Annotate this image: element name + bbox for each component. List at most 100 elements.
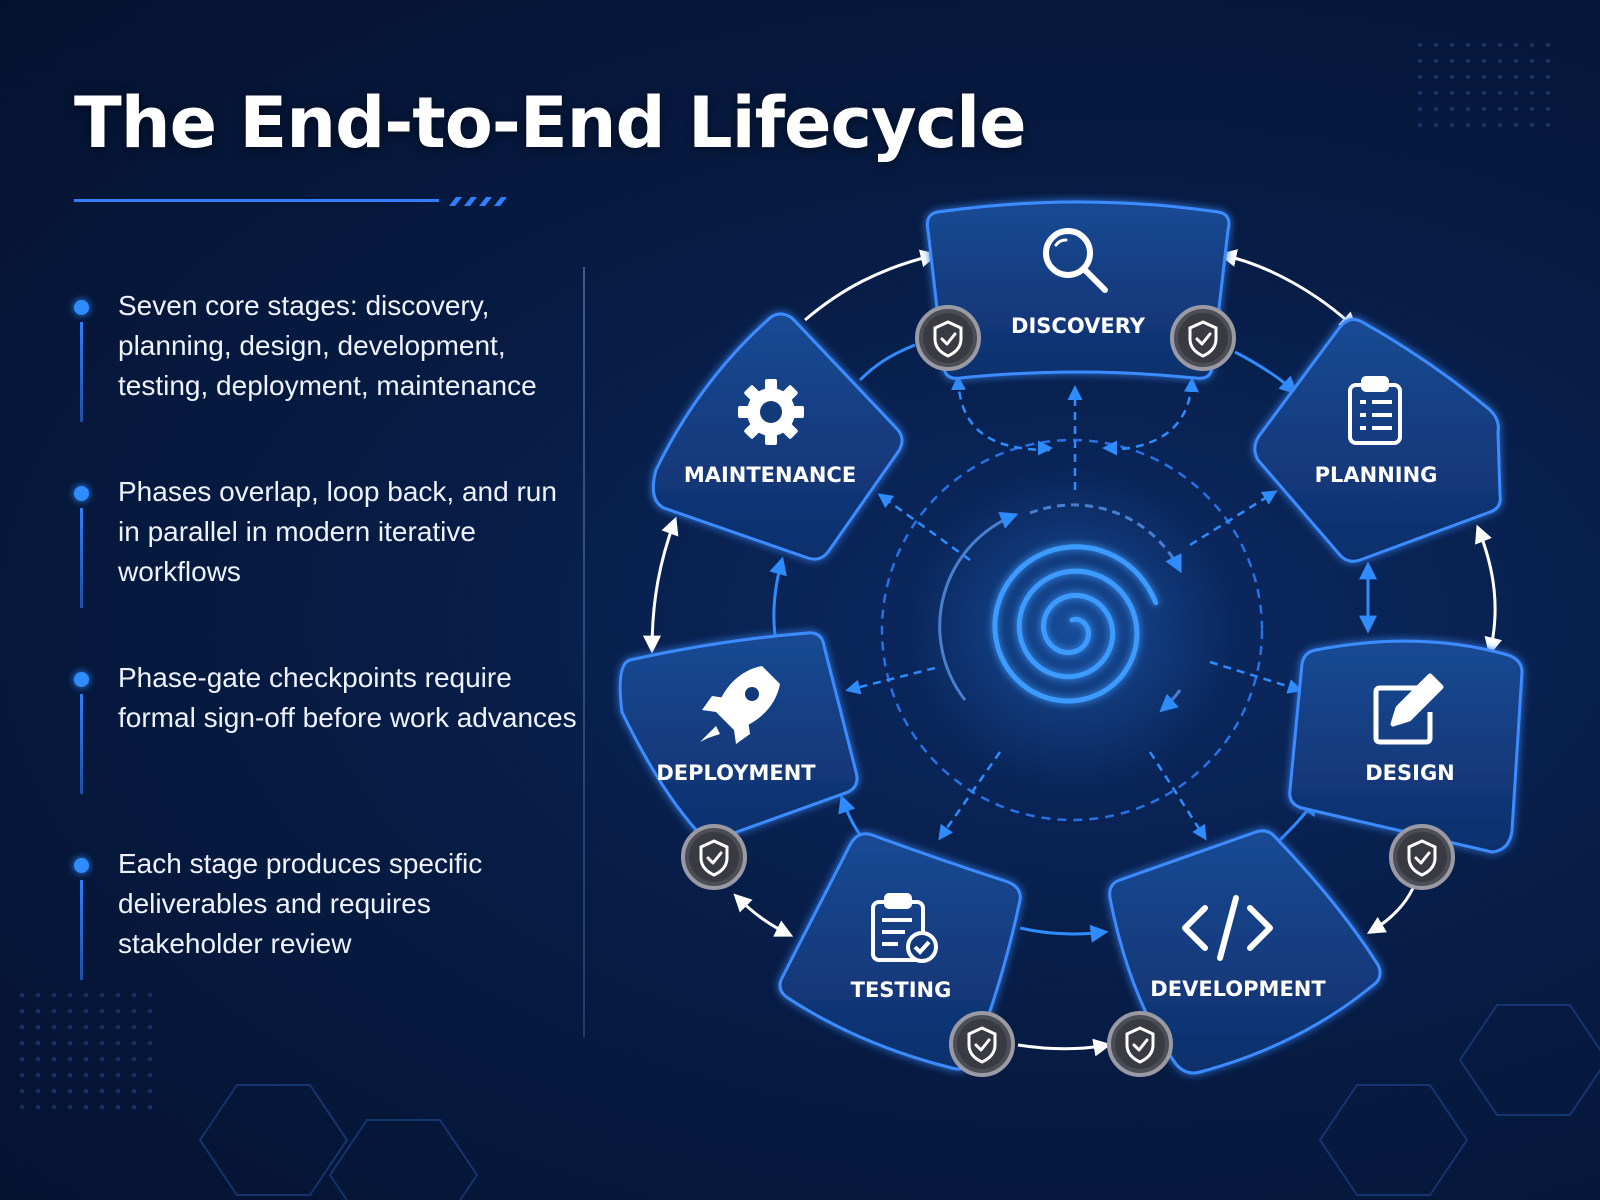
background-dot — [131, 1024, 137, 1030]
gear-tooth — [744, 422, 761, 439]
background-dot — [147, 1056, 153, 1062]
background-dot — [115, 1008, 121, 1014]
background-dot — [35, 992, 41, 998]
background-dot — [83, 1008, 89, 1014]
background-dot — [35, 1056, 41, 1062]
gear-tooth — [781, 422, 798, 439]
shield-check-icon — [1389, 824, 1455, 890]
stage-cards: DISCOVERY PLANNING DESIGN — [618, 200, 1524, 1075]
background-dot — [1449, 106, 1455, 112]
background-dot — [51, 1008, 57, 1014]
bullet-bar — [80, 322, 83, 422]
background-dot — [147, 1088, 153, 1094]
background-dot — [83, 1056, 89, 1062]
background-dot — [83, 1024, 89, 1030]
stage-label: DEPLOYMENT — [656, 761, 816, 785]
background-dot — [67, 1040, 73, 1046]
page-title: The End-to-End Lifecycle — [74, 82, 1027, 164]
edit-pencil-icon — [1373, 673, 1444, 745]
background-dot — [67, 1072, 73, 1078]
background-dot — [115, 1040, 121, 1046]
shield-check-icon — [681, 824, 747, 890]
background-dot — [1545, 122, 1551, 128]
stage-label: MAINTENANCE — [684, 463, 856, 487]
background-dot — [67, 1056, 73, 1062]
background-dot — [1465, 90, 1471, 96]
background-dot — [1465, 106, 1471, 112]
background-dot — [19, 1056, 25, 1062]
background-dot — [1513, 42, 1519, 48]
stage-card-deployment: DEPLOYMENT — [618, 631, 859, 841]
background-dot — [1417, 106, 1423, 112]
background-dot — [83, 992, 89, 998]
background-dot — [115, 992, 121, 998]
background-dot — [1513, 122, 1519, 128]
background-dot — [1497, 58, 1503, 64]
clipboard-list-icon — [1348, 376, 1402, 445]
background-dot — [1529, 58, 1535, 64]
background-dot — [67, 992, 73, 998]
background-dot — [1513, 58, 1519, 64]
background-dot — [99, 1056, 105, 1062]
gear-icon — [738, 379, 804, 445]
background-dot — [35, 1008, 41, 1014]
background-hexagons — [198, 1004, 1600, 1200]
background-dot — [1465, 74, 1471, 80]
background-dot — [1417, 90, 1423, 96]
background-dot — [1529, 90, 1535, 96]
background-dot — [131, 1072, 137, 1078]
background-dot — [1433, 90, 1439, 96]
background-dot — [115, 1088, 121, 1094]
background-dot — [35, 1072, 41, 1078]
background-dot — [19, 992, 25, 998]
bullet-item: Phases overlap, loop back, and run in pa… — [74, 472, 574, 658]
background-dot — [99, 1008, 105, 1014]
background-dot — [1481, 106, 1487, 112]
background-dot — [1481, 58, 1487, 64]
background-dot — [35, 1024, 41, 1030]
spiral-icon — [992, 544, 1159, 704]
background-dot — [1513, 106, 1519, 112]
bullet-text: Phases overlap, loop back, and run in pa… — [118, 476, 557, 587]
background-dot — [51, 1040, 57, 1046]
background-dot — [1433, 42, 1439, 48]
gear-tooth — [738, 406, 752, 418]
background-dot — [1529, 42, 1535, 48]
phase-gate-checkpoints — [681, 305, 1455, 1077]
outer-cycle-arrows — [643, 249, 1503, 1057]
background-dot — [99, 992, 105, 998]
stage-card-maintenance: MAINTENANCE — [651, 312, 904, 561]
bullet-text: Phase-gate checkpoints require formal si… — [118, 662, 577, 733]
radial-flow-arrows — [845, 375, 1303, 841]
background-dot — [1433, 122, 1439, 128]
background-dot — [1545, 90, 1551, 96]
bullet-bar — [80, 880, 83, 980]
background-dot — [83, 1040, 89, 1046]
background-dot — [1497, 42, 1503, 48]
background-dot — [99, 1104, 105, 1110]
background-dot — [1433, 106, 1439, 112]
background-dot — [131, 1104, 137, 1110]
background-dot — [19, 1088, 25, 1094]
bullet-dot — [74, 486, 89, 501]
code-brackets-icon — [1182, 895, 1273, 961]
background-dot — [83, 1072, 89, 1078]
stage-card-discovery: DISCOVERY — [926, 200, 1231, 380]
gear-tooth — [765, 379, 777, 393]
background-dot — [1481, 122, 1487, 128]
background-dots-top-right — [1417, 42, 1551, 128]
background-dot — [51, 1056, 57, 1062]
background-dot — [147, 992, 153, 998]
stage-card-testing: TESTING — [778, 832, 1022, 1071]
background-dot — [147, 1008, 153, 1014]
shield-check-icon — [1107, 1011, 1173, 1077]
background-dot — [1513, 74, 1519, 80]
bullet-item: Phase-gate checkpoints require formal si… — [74, 658, 577, 844]
background-dot — [131, 1008, 137, 1014]
stage-card-planning: PLANNING — [1253, 317, 1502, 563]
bullet-dot — [74, 300, 89, 315]
background-dot — [51, 1024, 57, 1030]
background-dot — [99, 1024, 105, 1030]
background-dot — [115, 1056, 121, 1062]
